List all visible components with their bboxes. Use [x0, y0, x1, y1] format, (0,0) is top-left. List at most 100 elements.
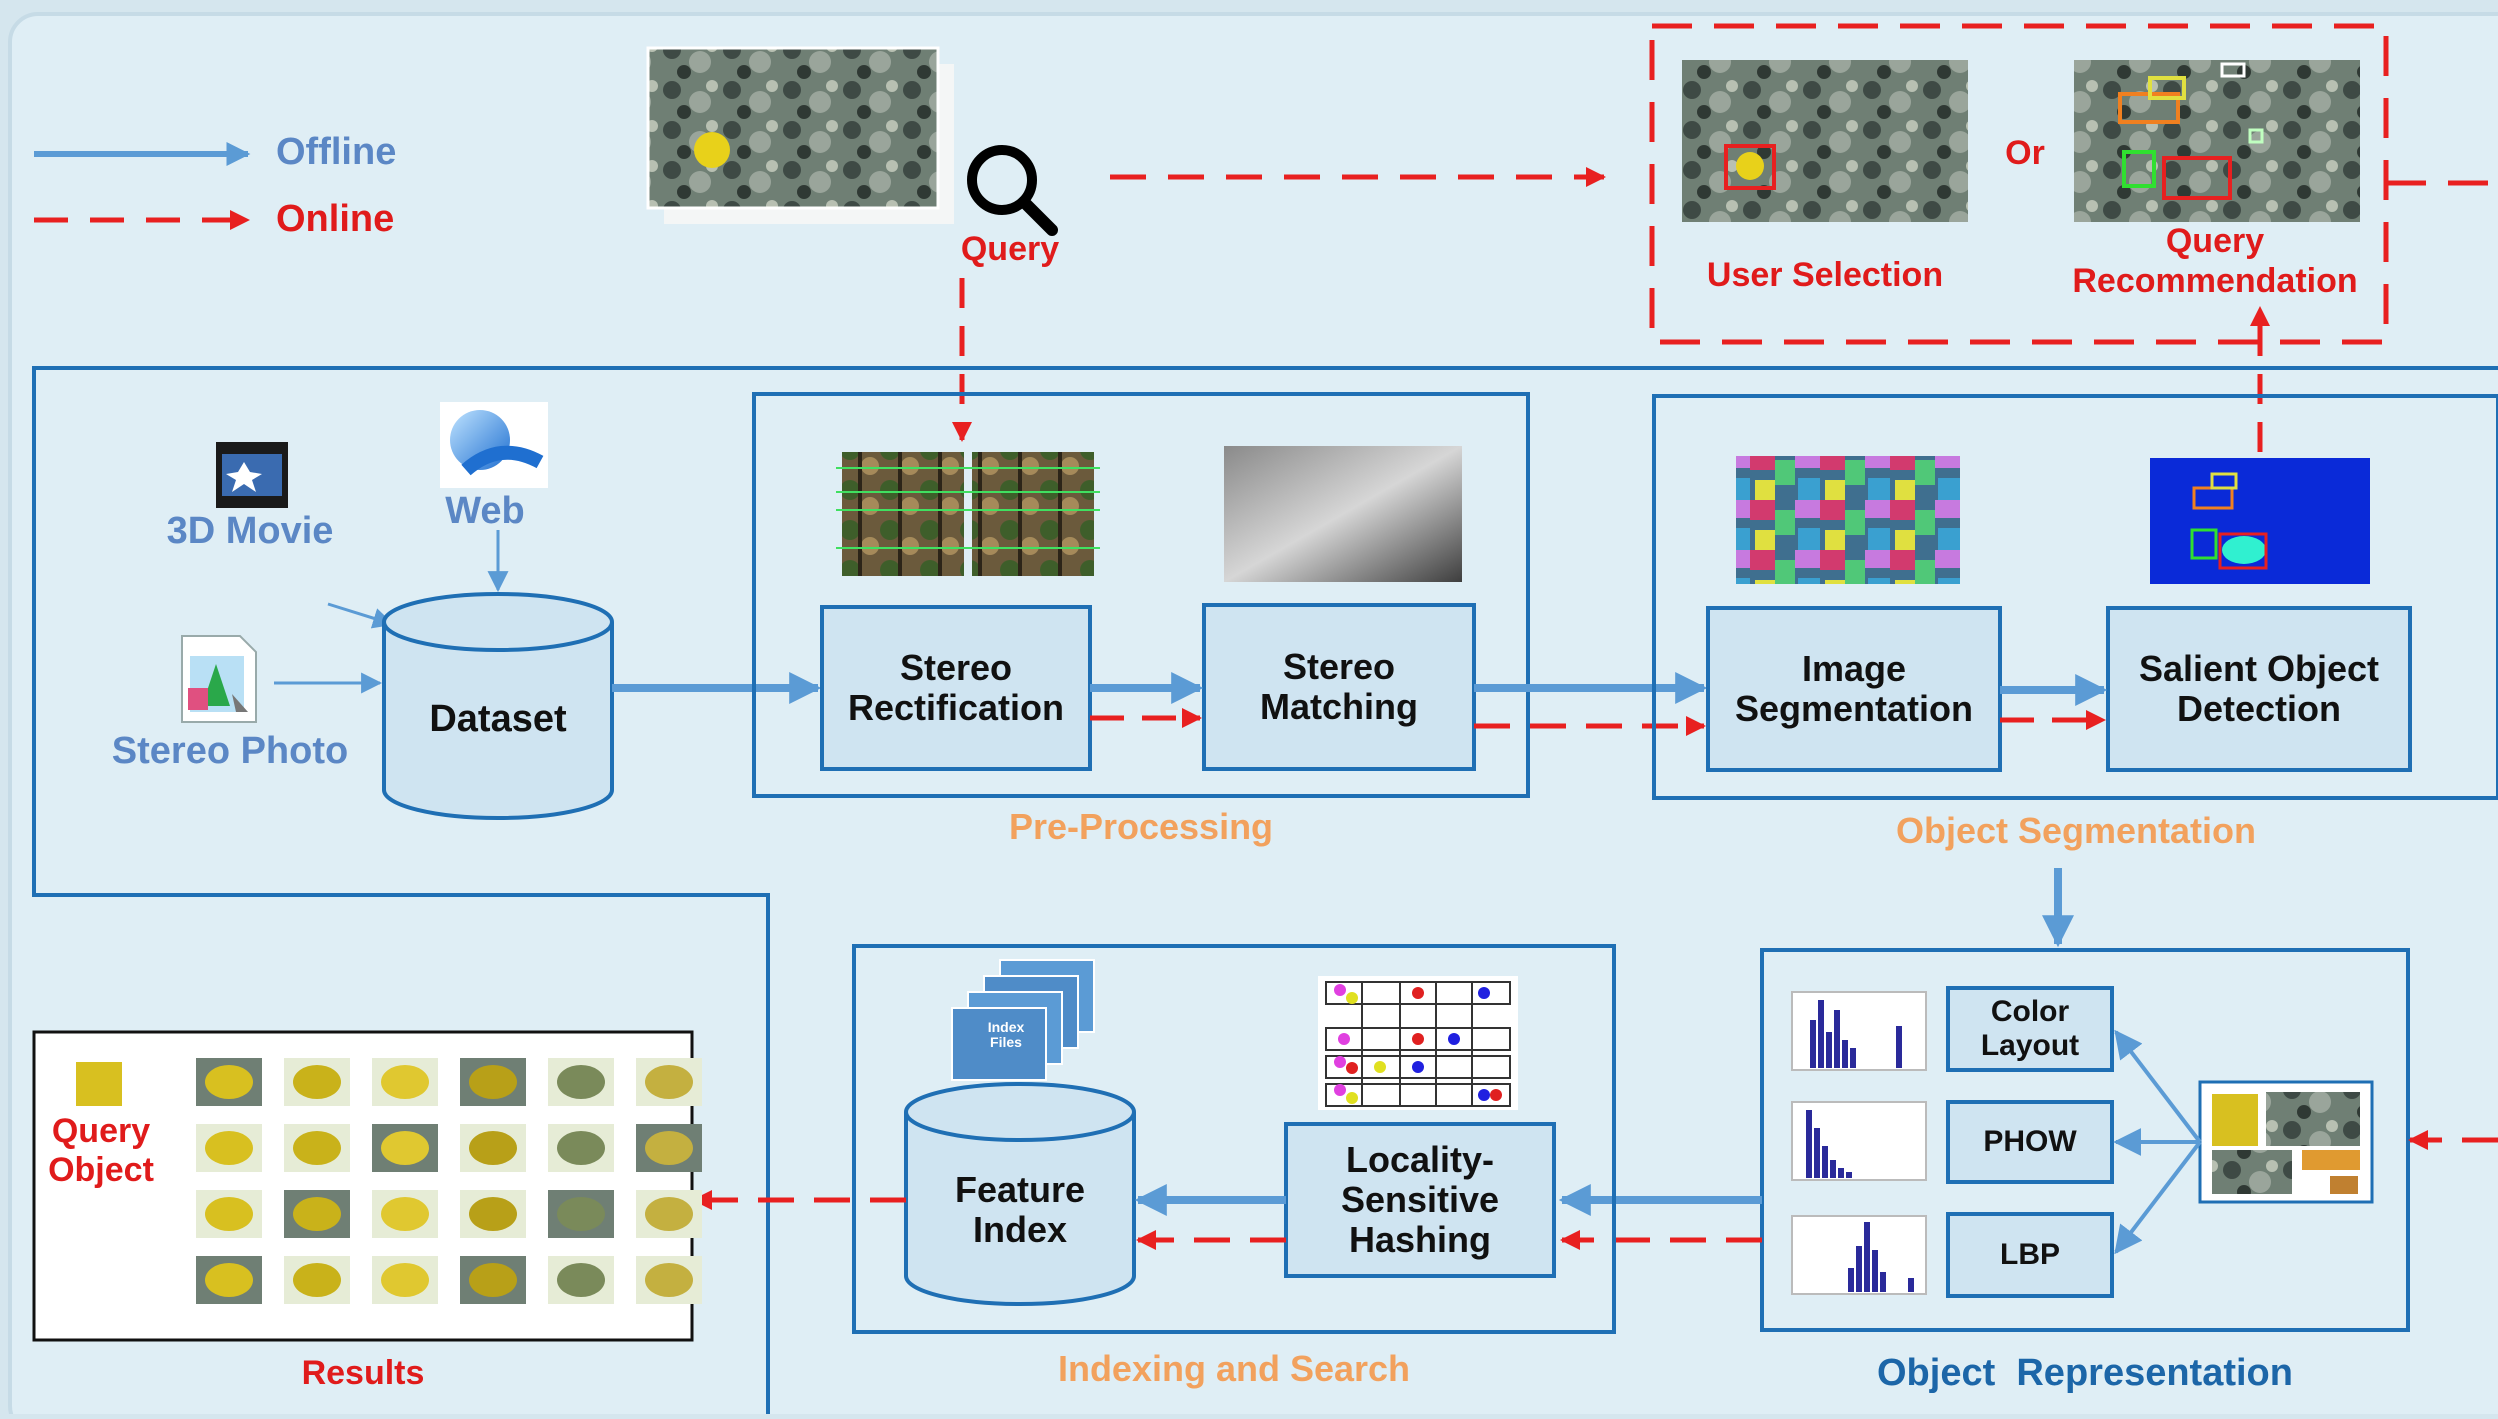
saliency-box-3: [2190, 528, 2218, 560]
rec-box-green: [2122, 150, 2156, 188]
histogram-phow: [1791, 1101, 1927, 1181]
legend-offline-label: Offline: [276, 131, 397, 173]
result-fish: [293, 1197, 341, 1231]
hash-table-icon: [1318, 976, 1518, 1110]
stereo-photo-icon: [181, 635, 257, 723]
result-fish: [381, 1263, 429, 1297]
thumbs-to-lbp-arrow: [2114, 1140, 2202, 1255]
thumb-2: [2266, 1092, 2360, 1146]
matching-line-1: Stereo: [1282, 645, 1396, 687]
lbp-label: LBP: [2000, 1238, 2060, 1272]
result-fish: [557, 1263, 605, 1297]
legend-online-label: Online: [276, 198, 395, 240]
index-files-label: Index Files: [970, 1019, 1042, 1051]
saliency-map: [2150, 458, 2370, 584]
phow-label: PHOW: [1983, 1125, 2077, 1159]
color-layout-label: Color Layout: [1948, 988, 2112, 1070]
rectification-line-2: Rectification: [847, 687, 1065, 728]
lsh-line-3: Hashing: [1348, 1219, 1491, 1261]
image-segmentation-box: [1706, 606, 2002, 772]
disparity-map: [1224, 446, 1462, 582]
saliency-box-4: [2218, 532, 2268, 570]
image-segmentation-label: Image Segmentation: [1708, 608, 2000, 770]
image-seg-line-1: Image: [1801, 647, 1907, 689]
segmentation-map: [1736, 456, 1960, 584]
index-line-1: Feature: [954, 1168, 1086, 1210]
feature-index-cylinder: [904, 1082, 1136, 1306]
feature-index-label: Feature Index: [906, 1150, 1134, 1270]
source-photo-label: Stereo Photo: [111, 730, 349, 772]
query-image: [646, 46, 940, 210]
files-line-1: Index: [987, 1019, 1025, 1035]
stereo-right-image: [972, 452, 1094, 576]
saliency-box-2: [2210, 472, 2238, 490]
histogram-lbp: [1791, 1215, 1927, 1295]
result-fish: [469, 1263, 517, 1297]
result-fish: [469, 1065, 517, 1099]
rectification-line-1: Stereo: [899, 646, 1013, 688]
indexing-title: Indexing and Search: [1057, 1348, 1411, 1389]
result-fish: [469, 1131, 517, 1165]
preprocessing-frame: [752, 392, 1530, 798]
magnifier-icon: [967, 145, 1058, 236]
processing-frame: [32, 366, 2498, 1414]
result-fish: [557, 1131, 605, 1165]
recommendation-label-2: Recommendation: [2072, 262, 2358, 300]
salient-line-2: Detection: [2176, 688, 2342, 729]
rec-box-small: [2248, 128, 2264, 144]
result-fish: [469, 1197, 517, 1231]
phow-box: [1946, 1100, 2114, 1184]
indexing-frame: [852, 944, 1616, 1334]
color-line-1: Color: [1990, 995, 2070, 1029]
source-movie-label: 3D Movie: [166, 510, 334, 552]
result-fish: [645, 1263, 693, 1297]
query-object-line-2: Object: [48, 1151, 154, 1190]
dataset-label: Dataset: [429, 698, 567, 740]
result-fish: [293, 1263, 341, 1297]
image-seg-line-2: Segmentation: [1734, 688, 1974, 729]
thumb-1: [2212, 1094, 2258, 1146]
dataset-cylinder: [382, 592, 614, 820]
thumb-3: [2212, 1150, 2292, 1194]
lsh-box: [1284, 1122, 1556, 1278]
preprocessing-title: Pre-Processing: [1008, 806, 1274, 847]
result-fish: [381, 1131, 429, 1165]
result-fish: [645, 1197, 693, 1231]
matching-line-2: Matching: [1260, 686, 1418, 727]
result-fish: [381, 1065, 429, 1099]
thumb-4: [2302, 1150, 2360, 1170]
result-fish: [557, 1065, 605, 1099]
query-fish: [694, 132, 730, 168]
result-fish: [205, 1263, 253, 1297]
rec-box-yellow: [2148, 76, 2186, 100]
salient-line-1: Salient Object: [2138, 647, 2380, 689]
result-fish: [205, 1065, 253, 1099]
index-line-2: Index: [972, 1209, 1068, 1250]
saliency-blob: [2222, 536, 2266, 564]
representation-title: Object Representation: [1877, 1352, 2293, 1394]
histogram-color: [1791, 991, 1927, 1071]
lbp-box: [1946, 1212, 2114, 1298]
thumbs-to-color-arrow: [2114, 1029, 2202, 1144]
result-fish: [557, 1197, 605, 1231]
film-icon: [216, 442, 288, 508]
recommendation-image: [2074, 60, 2360, 222]
result-fish: [205, 1197, 253, 1231]
rec-box-red: [2162, 156, 2232, 200]
stereo-rectification-label: Stereo Rectification: [822, 607, 1090, 769]
salient-detection-label: Salient Object Detection: [2108, 608, 2410, 770]
source-web-label: Web: [445, 490, 525, 532]
stereo-matching-label: Stereo Matching: [1204, 605, 1474, 769]
epipolar-lines: [836, 467, 1100, 549]
query-label: Query: [960, 230, 1060, 268]
stereo-matching-box: [1202, 603, 1476, 771]
result-fish: [293, 1065, 341, 1099]
query-object-thumb: [76, 1062, 122, 1106]
user-selection-box: [1724, 144, 1776, 190]
color-line-2: Layout: [1980, 1029, 2080, 1062]
lsh-line-1: Locality-: [1345, 1138, 1495, 1180]
stereo-rectification-box: [820, 605, 1092, 771]
result-fish: [205, 1131, 253, 1165]
